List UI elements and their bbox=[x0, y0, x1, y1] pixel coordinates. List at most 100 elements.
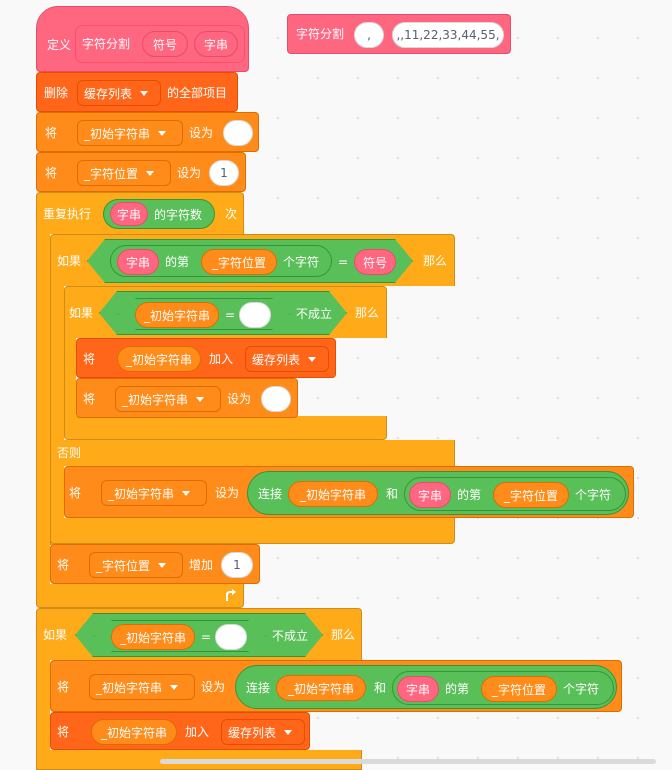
chevron-down-icon bbox=[158, 562, 167, 568]
change-var-block[interactable]: 将 _字符位置 增加 1 bbox=[50, 544, 260, 584]
horizontal-scrollbar[interactable] bbox=[160, 759, 656, 764]
not-condition[interactable]: _初始字符串 = 不成立 bbox=[75, 613, 323, 657]
define-hat-block[interactable]: 定义 字符分割 符号 字串 bbox=[36, 6, 249, 72]
position-reporter[interactable]: _字符位置 bbox=[201, 249, 277, 275]
set-var-block[interactable]: 将 _初始字符串 设为 连接 _初始字符串 和 字串 的第 _字符位置 个字符 bbox=[50, 660, 622, 712]
string-reporter[interactable]: 字串 bbox=[409, 482, 451, 508]
set-var-block[interactable]: 将 _初始字符串 设为 bbox=[36, 112, 259, 152]
value-input[interactable] bbox=[223, 120, 253, 146]
equals-condition[interactable]: 字串 的第 _字符位置 个字符 = 符号 bbox=[87, 239, 413, 283]
value-input[interactable]: 1 bbox=[209, 160, 239, 186]
var-reporter[interactable]: _初始字符串 bbox=[135, 302, 219, 328]
chevron-down-icon bbox=[158, 130, 167, 136]
string-reporter[interactable]: 字串 bbox=[397, 676, 439, 702]
var-dropdown[interactable]: _初始字符串 bbox=[115, 386, 221, 412]
var-reporter[interactable]: _初始字符串 bbox=[288, 481, 378, 507]
var-dropdown[interactable]: _字符位置 bbox=[89, 552, 183, 578]
value-input[interactable] bbox=[239, 302, 271, 328]
chevron-down-icon bbox=[146, 170, 155, 176]
delete-all-block[interactable]: 删除 缓存列表 的全部项目 bbox=[36, 72, 238, 112]
var-dropdown[interactable]: _字符位置 bbox=[77, 160, 171, 186]
add-to-list-block[interactable]: 将 _初始字符串 加入 缓存列表 bbox=[50, 712, 310, 750]
symbol-reporter[interactable]: 符号 bbox=[354, 249, 396, 275]
define-name: 字符分割 bbox=[82, 37, 131, 51]
var-dropdown[interactable]: _初始字符串 bbox=[77, 120, 183, 146]
var-dropdown[interactable]: _初始字符串 bbox=[89, 674, 195, 700]
set-label: 将 bbox=[45, 166, 58, 180]
not-condition[interactable]: _初始字符串 = 不成立 bbox=[99, 291, 347, 335]
repeat-block[interactable]: 重复执行 字串 的字符数 次 bbox=[36, 192, 244, 234]
var-reporter[interactable]: _初始字符串 bbox=[91, 719, 177, 745]
var-reporter[interactable]: _初始字符串 bbox=[117, 346, 201, 372]
var-dropdown-label: _初始字符串 bbox=[96, 680, 163, 695]
add-label: 将 bbox=[57, 725, 70, 739]
letter-of-reporter[interactable]: 字串 的第 _字符位置 个字符 bbox=[404, 477, 626, 511]
call-arg-string[interactable]: ,,11,22,33,44,55, bbox=[392, 22, 504, 48]
chevron-down-icon bbox=[308, 356, 317, 362]
param-string[interactable]: 字串 bbox=[194, 31, 238, 57]
var-reporter[interactable]: _初始字符串 bbox=[111, 624, 195, 650]
set-var-block[interactable]: 将 _初始字符串 设为 bbox=[76, 378, 298, 418]
set-to-label: 设为 bbox=[177, 166, 202, 180]
param-symbol[interactable]: 符号 bbox=[142, 31, 188, 57]
list-dropdown[interactable]: 缓存列表 bbox=[221, 719, 305, 745]
call-arg-symbol[interactable]: , bbox=[354, 22, 384, 48]
list-dropdown-label: 缓存列表 bbox=[228, 725, 277, 740]
times-label: 次 bbox=[225, 207, 238, 221]
call-block[interactable]: 字符分割 , ,,11,22,33,44,55, bbox=[287, 14, 511, 54]
if-else-block[interactable]: 如果 字串 的第 _字符位置 个字符 = 符号 那么 bbox=[50, 234, 455, 286]
if-label: 如果 bbox=[43, 628, 68, 642]
set-label: 将 bbox=[45, 126, 58, 140]
set-var-block[interactable]: 将 _字符位置 设为 1 bbox=[36, 152, 246, 192]
if-block[interactable]: 如果 _初始字符串 = 不成立 那么 bbox=[64, 286, 387, 338]
letter-of-label: 的第 bbox=[457, 488, 482, 502]
if-block[interactable]: 如果 _初始字符串 = 不成立 那么 bbox=[36, 608, 362, 660]
join-label: 连接 bbox=[258, 487, 283, 501]
char-label: 个字符 bbox=[563, 682, 600, 696]
set-var-block[interactable]: 将 _初始字符串 设为 连接 _初始字符串 和 字串 的第 _字符位置 个字符 bbox=[64, 466, 634, 518]
position-reporter[interactable]: _字符位置 bbox=[493, 482, 569, 508]
equals-condition[interactable]: _初始字符串 = bbox=[94, 620, 266, 652]
letter-of-reporter[interactable]: 字串 的第 _字符位置 个字符 bbox=[392, 671, 614, 705]
length-label: 的字符数 bbox=[154, 207, 203, 222]
else-section: 否则 bbox=[50, 440, 455, 466]
value-input[interactable]: 1 bbox=[221, 552, 253, 578]
value-input[interactable] bbox=[261, 386, 291, 412]
if-arm bbox=[36, 659, 50, 765]
value-input[interactable] bbox=[215, 624, 247, 650]
set-label: 将 bbox=[83, 392, 96, 406]
add-label: 将 bbox=[83, 352, 96, 366]
letter-of-label: 的第 bbox=[165, 255, 190, 269]
char-label: 个字符 bbox=[283, 255, 320, 269]
if-bottom bbox=[64, 416, 387, 440]
change-label: 将 bbox=[57, 558, 70, 572]
list-dropdown[interactable]: 缓存列表 bbox=[245, 346, 329, 372]
chevron-down-icon bbox=[170, 684, 179, 690]
equals-condition[interactable]: _初始字符串 = bbox=[118, 298, 290, 330]
var-dropdown-label: _初始字符串 bbox=[122, 392, 189, 407]
letter-of-reporter[interactable]: 字串 的第 _字符位置 个字符 bbox=[110, 245, 332, 277]
string-reporter[interactable]: 字串 bbox=[110, 202, 149, 226]
if-arm bbox=[50, 285, 64, 545]
length-reporter[interactable]: 字串 的字符数 bbox=[103, 199, 215, 229]
define-prototype[interactable]: 字符分割 符号 字串 bbox=[75, 25, 245, 63]
string-reporter[interactable]: 字串 bbox=[117, 249, 159, 275]
repeat-bottom bbox=[36, 584, 244, 608]
var-dropdown[interactable]: _初始字符串 bbox=[101, 480, 207, 506]
list-dropdown-label: 缓存列表 bbox=[84, 86, 133, 101]
list-dropdown[interactable]: 缓存列表 bbox=[77, 80, 161, 106]
delete-label: 删除 bbox=[44, 86, 69, 100]
join-reporter[interactable]: 连接 _初始字符串 和 字串 的第 _字符位置 个字符 bbox=[235, 665, 617, 709]
equals-label: = bbox=[225, 308, 236, 322]
if-label: 如果 bbox=[69, 306, 94, 320]
add-to-list-block[interactable]: 将 _初始字符串 加入 缓存列表 bbox=[76, 338, 336, 378]
var-reporter[interactable]: _初始字符串 bbox=[276, 675, 366, 701]
join-reporter[interactable]: 连接 _初始字符串 和 字串 的第 _字符位置 个字符 bbox=[247, 471, 629, 515]
set-to-label: 设为 bbox=[189, 126, 214, 140]
then-label: 那么 bbox=[331, 628, 356, 642]
equals-label: = bbox=[201, 630, 212, 644]
position-reporter[interactable]: _字符位置 bbox=[481, 676, 557, 702]
then-label: 那么 bbox=[423, 254, 448, 268]
add-to-label: 加入 bbox=[209, 352, 234, 366]
var-dropdown-label: _字符位置 bbox=[84, 166, 139, 181]
